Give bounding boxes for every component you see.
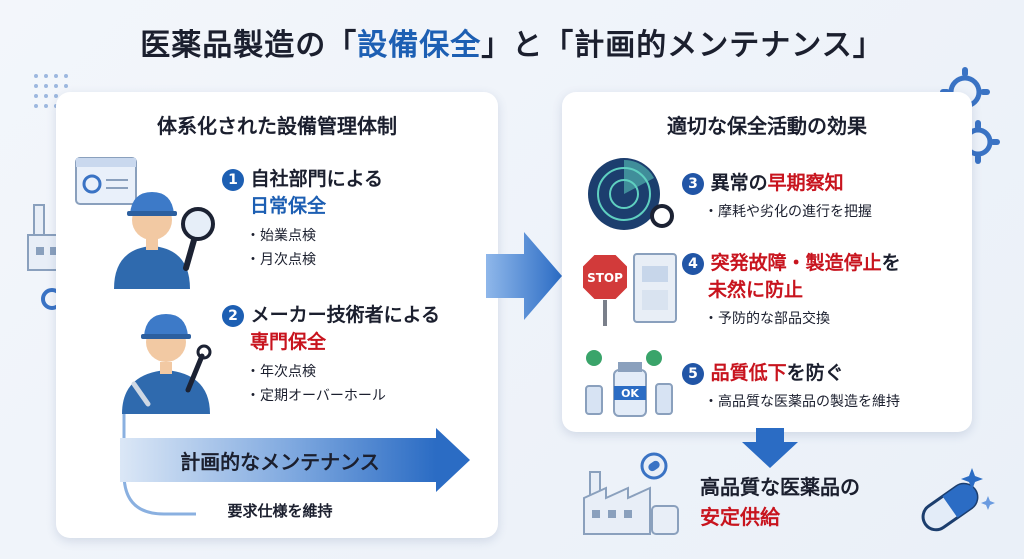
item5-title-b: を防ぐ (786, 362, 844, 384)
specialist-maintenance-item: 2 メーカー技術者による 専門保全 年次点検 定期オーバーホール (222, 300, 440, 408)
title-suffix: 」と「計画的メンテナンス」 (481, 28, 884, 63)
title-prefix: 医薬品製造の「 (140, 28, 358, 63)
bottle-label: OK (621, 387, 639, 400)
list-item: 定期オーバーホール (246, 384, 440, 408)
plan-arrow-head-icon (436, 428, 470, 492)
list-item: 月次点検 (246, 248, 383, 272)
list-item: 高品質な医薬品の製造を維持 (704, 391, 900, 411)
inspector-worker-icon (75, 157, 215, 289)
item1-title-line2: 日常保全 (250, 195, 327, 217)
failure-prevention-item: 4 突発故障・製造停止を 未然に防止 予防的な部品交換 (682, 248, 901, 328)
final-outcome-text: 高品質な医薬品の 安定供給 (700, 472, 860, 532)
down-arrow-icon (742, 428, 798, 468)
maintenance-effects-panel: 適切な保全活動の効果 3 異常の早期察知 摩耗や劣化の進行を把握 STOP 4 … (562, 92, 972, 432)
item4-line1-b: を (881, 252, 901, 274)
radar-icon (588, 158, 674, 230)
pharma-factory-icon (583, 452, 679, 535)
page-title: 医薬品製造の「設備保全」と「計画的メンテナンス」 (0, 20, 1024, 64)
item1-title-line1: 自社部門による (250, 168, 384, 190)
final-line2: 安定供給 (700, 505, 780, 529)
item4-line2: 未然に防止 (708, 279, 804, 301)
daily-maintenance-item: 1 自社部門による 日常保全 始業点検 月次点検 (222, 164, 383, 272)
early-detection-item: 3 異常の早期察知 摩耗や劣化の進行を把握 (682, 168, 872, 221)
medicine-bottles-icon: OK (585, 350, 673, 417)
dot-pattern-icon (34, 74, 68, 108)
list-item: 年次点検 (246, 360, 440, 384)
stop-sign-label: STOP (587, 271, 623, 285)
item2-title-line1: メーカー技術者による (250, 304, 441, 326)
list-item: 予防的な部品交換 (704, 308, 901, 328)
item5-title-a: 品質低下 (710, 362, 787, 384)
engineer-worker-icon (122, 314, 212, 414)
title-highlight: 設備保全 (357, 28, 482, 63)
quality-protection-item: 5 品質低下を防ぐ 高品質な医薬品の製造を維持 (682, 358, 900, 411)
list-item: 始業点検 (246, 224, 383, 248)
item4-line1-a: 突発故障・製造停止 (710, 252, 882, 274)
step-3-badge: 3 (682, 172, 704, 195)
item3-title-a: 異常の (710, 172, 768, 194)
step-5-badge: 5 (682, 362, 704, 385)
step-4-badge: 4 (682, 252, 704, 275)
planned-maintenance-bar (120, 438, 436, 482)
center-arrow-icon (486, 232, 562, 320)
planned-maintenance-sub: 要求仕様を維持 (227, 502, 333, 520)
list-item: 摩耗や劣化の進行を把握 (704, 201, 872, 221)
final-line1: 高品質な医薬品の (700, 475, 860, 499)
planned-maintenance-label: 計画的なメンテナンス (180, 450, 380, 474)
capsule-icon (921, 468, 995, 532)
item3-title-b: 早期察知 (767, 172, 844, 194)
step-2-badge: 2 (222, 304, 244, 327)
step-1-badge: 1 (222, 168, 244, 191)
item2-title-line2: 専門保全 (250, 331, 327, 353)
right-panel-title: 適切な保全活動の効果 (667, 114, 867, 138)
stop-sign-icon: STOP (581, 253, 677, 326)
left-panel-title: 体系化された設備管理体制 (157, 114, 397, 138)
